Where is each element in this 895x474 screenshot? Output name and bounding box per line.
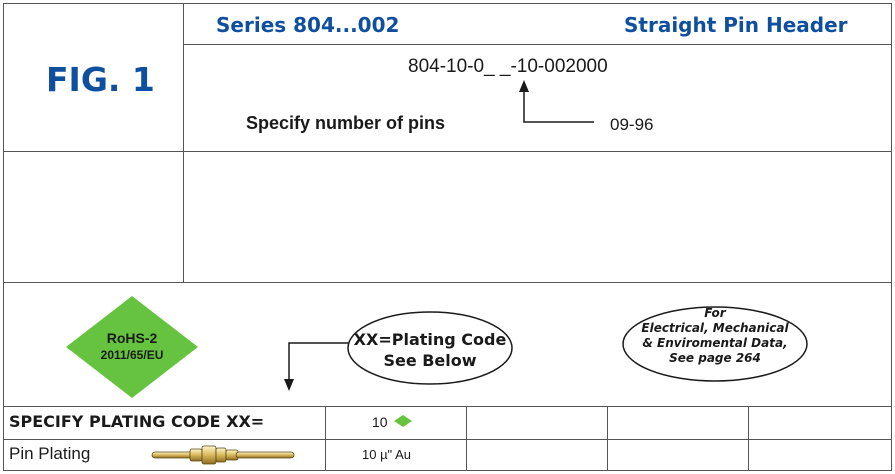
pin-plating-value: 10 µ" Au: [362, 447, 411, 462]
table-col-1: [325, 406, 326, 470]
pin-plating-label: Pin Plating: [9, 444, 91, 463]
product-title: Straight Pin Header: [624, 13, 848, 37]
info-text-2: Electrical, Mechanical: [641, 321, 789, 335]
part-number-code: 804-10-0_ _-10-002000: [408, 56, 608, 77]
divider-top-section: [3, 151, 891, 152]
divider-mid-section: [3, 282, 891, 283]
info-text-1: For: [704, 306, 726, 320]
info-text-3: & Enviromental Data,: [642, 336, 788, 350]
plating-code-text-1: XX=Plating Code: [353, 330, 507, 349]
divider-table-row: [3, 439, 891, 440]
outer-frame: [3, 3, 892, 471]
pin-illustration-icon: [151, 445, 295, 465]
table-col-3: [607, 406, 608, 470]
divider-header-bottom: [184, 44, 891, 45]
rohs-label: RoHS-2: [106, 330, 158, 346]
info-text-4: See page 264: [669, 351, 761, 365]
table-col-2: [466, 406, 467, 470]
green-diamond-icon: [394, 415, 412, 427]
series-title: Series 804...002: [216, 13, 400, 37]
specify-pins-label: Specify number of pins: [246, 113, 446, 133]
fig-label: FIG. 1: [46, 60, 155, 99]
divider-table-top: [3, 406, 891, 407]
specify-plating-label: SPECIFY PLATING CODE XX=: [9, 412, 265, 431]
table-col-4: [748, 406, 749, 470]
rohs-diamond-badge: [66, 296, 198, 398]
plating-code-text-2: See Below: [383, 351, 477, 370]
pin-range-value: 09-96: [610, 115, 654, 134]
info-oval: [622, 306, 808, 382]
pin-pointer-arrow: [519, 80, 594, 123]
rohs-directive: 2011/65/EU: [100, 348, 164, 362]
plating-code-oval: [284, 311, 513, 391]
plating-code-value: 10: [372, 414, 388, 430]
divider-fig-column: [183, 3, 184, 283]
